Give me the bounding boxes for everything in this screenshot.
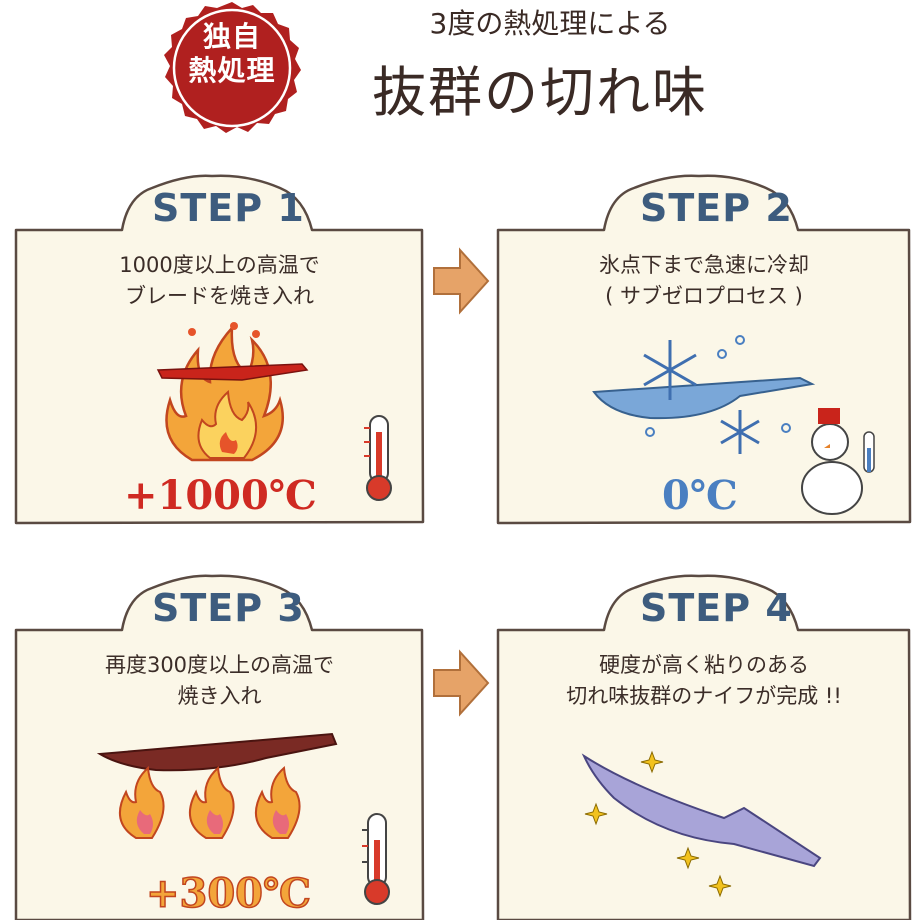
header-title: 抜群の切れ味 <box>372 61 708 124</box>
step-2-line1: 氷点下まで急速に冷却 <box>599 253 809 277</box>
step-3-line1: 再度300度以上の高温で <box>104 653 335 677</box>
badge-line1: 独自 <box>202 20 261 53</box>
flaming-knife-illustration <box>156 322 309 462</box>
card-frame <box>496 574 912 920</box>
step-3-description: 再度300度以上の高温で 焼き入れ <box>12 650 427 712</box>
step-2-description: 氷点下まで急速に冷却 ( サブゼロプロセス ) <box>494 250 914 312</box>
badge-seal <box>164 2 301 133</box>
step-2-label: STEP 2 <box>640 186 793 230</box>
flame-icons <box>118 765 301 839</box>
step-2-card: STEP 2 氷点下まで急速に冷却 ( サブゼロプロセス ) 0℃ <box>494 172 914 528</box>
step-2-line2: ( サブゼロプロセス ) <box>605 284 803 308</box>
step-1-label: STEP 1 <box>152 186 305 230</box>
badge-text: 独自 熱処理 <box>158 20 306 88</box>
step-4-line1: 硬度が高く粘りのある <box>599 653 809 677</box>
step-4-line2: 切れ味抜群のナイフが完成 !! <box>566 684 842 708</box>
arrow-right-icon <box>433 247 490 315</box>
step-1-line1: 1000度以上の高温で <box>119 253 320 277</box>
badge-line2: 熱処理 <box>188 54 276 87</box>
step-1-description: 1000度以上の高温で ブレードを焼き入れ <box>12 250 427 312</box>
arrow-right-icon <box>433 649 490 717</box>
step-2-temperature: 0℃ <box>662 472 738 519</box>
snowflake-icon <box>643 340 760 454</box>
step-1-line2: ブレードを焼き入れ <box>125 284 314 308</box>
step-4-card: STEP 4 硬度が高く粘りのある 切れ味抜群のナイフが完成 !! <box>494 572 914 920</box>
frozen-knife-illustration <box>592 335 816 454</box>
step-1-temperature: +1000℃ <box>124 472 317 519</box>
step-3-line2: 焼き入れ <box>177 684 262 708</box>
sparkle-icons <box>584 750 732 898</box>
card-frame <box>496 174 912 525</box>
thermometer-icon <box>364 415 392 501</box>
step-4-label: STEP 4 <box>640 586 793 630</box>
thermometer-icon <box>362 813 390 905</box>
step-4-description: 硬度が高く粘りのある 切れ味抜群のナイフが完成 !! <box>494 650 914 712</box>
step-3-card: STEP 3 再度300度以上の高温で 焼き入れ +300℃ <box>12 572 427 920</box>
snowman-icon <box>801 408 875 515</box>
step-3-temperature: +300℃ <box>145 869 311 918</box>
heated-knife-illustration <box>96 732 338 839</box>
step-3-label: STEP 3 <box>152 586 305 630</box>
header-subtitle: 3度の熱処理による <box>429 7 671 40</box>
finished-knife-illustration <box>581 750 822 898</box>
step-1-card: STEP 1 1000度以上の高温で ブレードを焼き入れ +1000℃ <box>12 172 427 528</box>
